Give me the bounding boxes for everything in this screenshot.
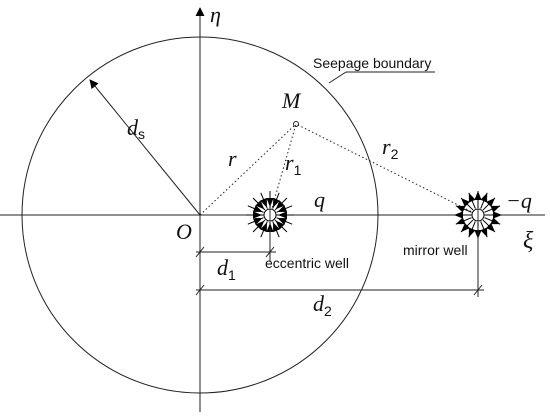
mirror-well-arrowhead — [455, 217, 466, 225]
eccentric-well-arrowhead — [273, 222, 280, 233]
mirror-well-arrowhead — [454, 211, 463, 219]
eccentric-well-arrowhead — [277, 218, 288, 225]
d1-tick-right — [265, 246, 275, 258]
point-m-label: M — [281, 88, 302, 113]
seepage-boundary-circle — [21, 36, 379, 394]
distance-r-line — [199, 123, 297, 216]
eccentric-well-arrowhead — [275, 200, 285, 210]
mirror-well-arrowhead — [480, 192, 488, 203]
eccentric-well-arrowhead — [266, 223, 274, 232]
seepage-boundary-label: Seepage boundary — [313, 55, 431, 71]
mirror-well-label: mirror well — [403, 242, 468, 258]
eccentric-well-arrowhead — [278, 211, 287, 219]
neg-q-label: −q — [506, 188, 532, 213]
eccentric-well-arrowhead — [273, 197, 280, 208]
mirror-well-arrowhead — [474, 191, 482, 200]
mirror-well-arrowhead — [490, 205, 501, 213]
eccentric-well-arrowhead — [260, 197, 267, 208]
radius-ds-arrow — [89, 79, 201, 216]
d2-tick-left — [195, 284, 205, 296]
mirror-well-arrowhead — [461, 223, 470, 232]
q-label: q — [314, 187, 325, 212]
distance-r-label: r — [228, 146, 237, 171]
distance-r2-label: r2 — [382, 134, 399, 162]
eccentric-well-arrowhead — [260, 222, 267, 233]
mirror-well-arrowhead — [468, 227, 476, 238]
mirror-well-arrowhead — [468, 192, 476, 203]
d1-label: d1 — [217, 255, 236, 283]
mirror-well-arrowhead — [461, 198, 470, 207]
d2-label: d2 — [313, 291, 332, 319]
mirror-well-arrowhead — [490, 217, 501, 225]
d1-tick-left — [195, 246, 205, 258]
eccentric-well-label: eccentric well — [265, 255, 349, 271]
mirror-well-arrowhead — [493, 211, 502, 219]
origin-label: O — [176, 219, 192, 244]
mirror-well-arrowhead — [455, 205, 466, 213]
seepage-boundary-leader — [328, 71, 347, 84]
eccentric-well-arrowhead — [255, 200, 265, 210]
eccentric-well-arrowhead — [266, 198, 274, 207]
eccentric-well-arrowhead — [255, 220, 265, 230]
eccentric-well-arrowhead — [252, 218, 263, 225]
eccentric-well-arrowhead — [275, 220, 285, 230]
mirror-well-arrowhead — [486, 223, 495, 232]
xi-axis-label: ξ — [523, 228, 534, 254]
distance-r1-label: r1 — [285, 150, 302, 178]
eccentric-well-symbol — [246, 191, 294, 239]
d2-tick-right — [473, 284, 483, 296]
mirror-well-arrowhead — [480, 227, 488, 238]
eccentric-well-arrowhead — [277, 205, 288, 212]
eta-axis-label: η — [210, 2, 221, 27]
eccentric-well-arrowhead — [252, 205, 263, 212]
eccentric-well-arrowhead — [253, 211, 262, 219]
mirror-well-arrowhead — [486, 198, 495, 207]
mirror-well-symbol — [454, 191, 502, 239]
radius-ds-label: ds — [127, 115, 145, 142]
